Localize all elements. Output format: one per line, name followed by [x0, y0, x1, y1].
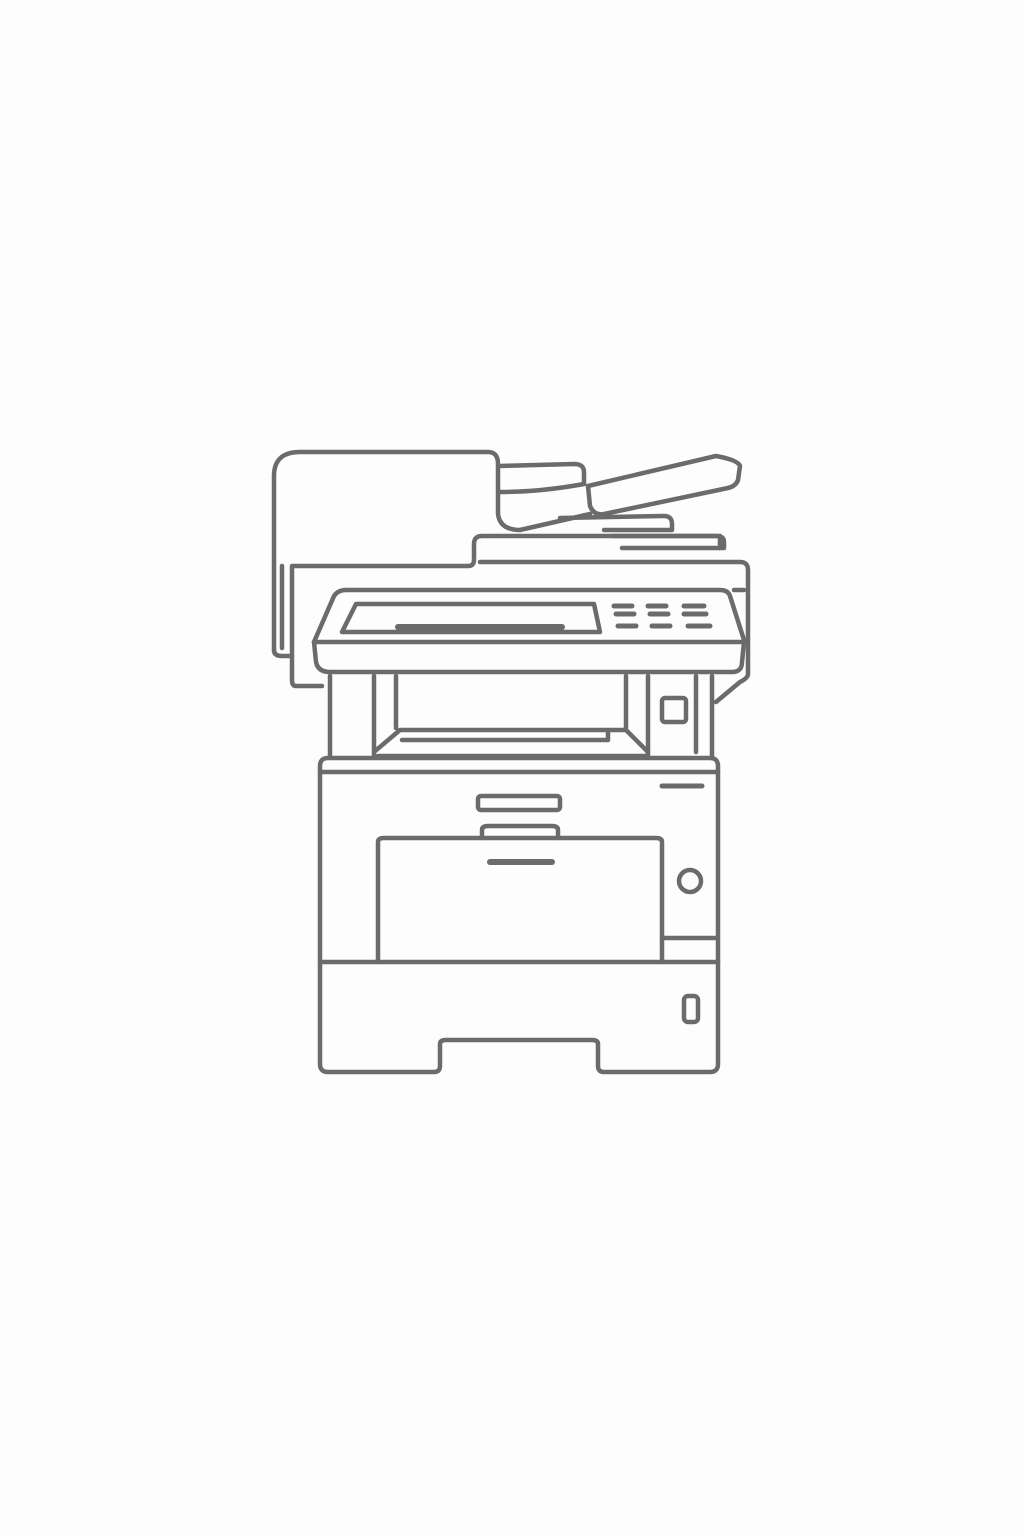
- printer-body: [317, 755, 721, 965]
- handle-top: [475, 793, 563, 813]
- side-button: [659, 695, 689, 725]
- power-button: [676, 867, 704, 895]
- screen-outline: [339, 601, 603, 635]
- tray-indicator: [681, 993, 701, 1025]
- keypad: [611, 603, 713, 629]
- document-feeder: [271, 449, 751, 705]
- paper-tray: [317, 959, 721, 1075]
- control-panel: [311, 587, 747, 675]
- handle-middle: [479, 823, 561, 841]
- output-bay: [327, 673, 715, 759]
- front-door: [375, 835, 665, 965]
